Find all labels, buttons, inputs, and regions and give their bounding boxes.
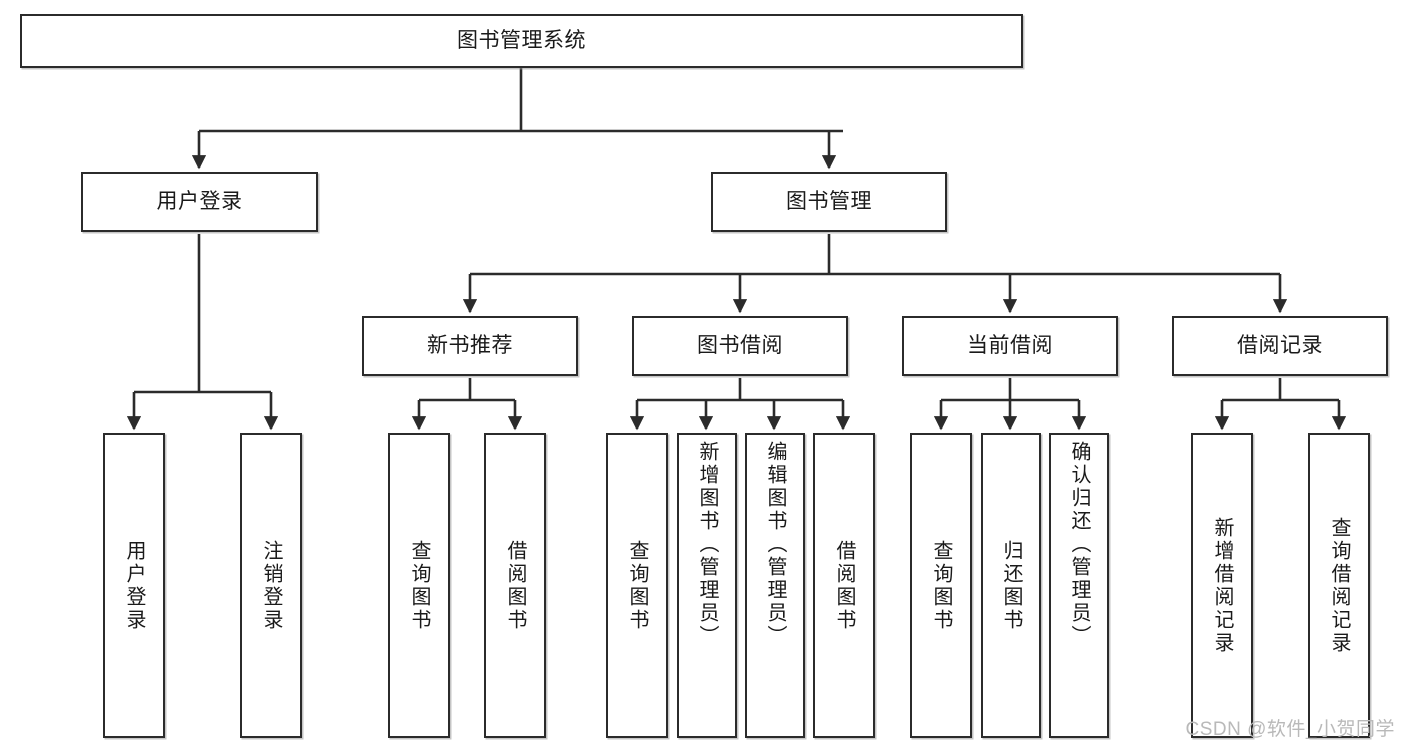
node-label: 用户登录 bbox=[156, 189, 243, 213]
node-label: 新书推荐 bbox=[427, 333, 513, 357]
leaf-node-add-book-admin[interactable]: 新增图书（管理员） bbox=[677, 433, 737, 738]
leaf-node-edit-book-admin[interactable]: 编辑图书（管理员） bbox=[745, 433, 805, 738]
leaf-node-add-borrow-record[interactable]: 新增借阅记录 bbox=[1191, 433, 1253, 738]
node-label: 编辑图书（管理员） bbox=[764, 441, 786, 648]
node-user-login[interactable]: 用户登录 bbox=[81, 172, 318, 232]
node-label: 查询图书 bbox=[930, 539, 952, 632]
node-label: 借阅记录 bbox=[1237, 333, 1323, 357]
leaf-node-user-login[interactable]: 用户登录 bbox=[103, 433, 165, 738]
node-label: 用户登录 bbox=[123, 539, 145, 632]
node-label: 查询图书 bbox=[626, 539, 648, 632]
node-label: 图书借阅 bbox=[697, 333, 783, 357]
leaf-node-query-borrow-record[interactable]: 查询借阅记录 bbox=[1308, 433, 1370, 738]
leaf-node-query-book-recommendation[interactable]: 查询图书 bbox=[388, 433, 450, 738]
leaf-node-borrow-book-recommendation[interactable]: 借阅图书 bbox=[484, 433, 546, 738]
node-current-borrowing[interactable]: 当前借阅 bbox=[902, 316, 1118, 376]
node-label: 借阅图书 bbox=[504, 539, 526, 632]
node-book-management[interactable]: 图书管理 bbox=[711, 172, 947, 232]
node-label: 图书管理 bbox=[786, 189, 872, 213]
leaf-node-query-book-borrowing[interactable]: 查询图书 bbox=[606, 433, 668, 738]
node-label: 图书管理系统 bbox=[457, 28, 586, 52]
node-label: 借阅图书 bbox=[833, 539, 855, 632]
node-label: 注销登录 bbox=[260, 539, 282, 632]
leaf-node-logout[interactable]: 注销登录 bbox=[240, 433, 302, 738]
csdn-watermark: CSDN @软件_小贺同学 bbox=[1185, 719, 1395, 740]
node-label: 新增图书（管理员） bbox=[696, 441, 718, 648]
node-label: 当前借阅 bbox=[967, 333, 1053, 357]
node-label: 归还图书 bbox=[1000, 539, 1022, 632]
node-root-book-management-system[interactable]: 图书管理系统 bbox=[20, 14, 1023, 68]
node-label: 确认归还（管理员） bbox=[1068, 441, 1090, 648]
leaf-node-return-book[interactable]: 归还图书 bbox=[981, 433, 1041, 738]
leaf-node-query-book-current[interactable]: 查询图书 bbox=[910, 433, 972, 738]
node-new-book-recommendation[interactable]: 新书推荐 bbox=[362, 316, 578, 376]
node-label: 查询借阅记录 bbox=[1328, 516, 1350, 655]
node-label: 查询图书 bbox=[408, 539, 430, 632]
node-borrowing-record[interactable]: 借阅记录 bbox=[1172, 316, 1388, 376]
leaf-node-confirm-return-admin[interactable]: 确认归还（管理员） bbox=[1049, 433, 1109, 738]
node-book-borrowing[interactable]: 图书借阅 bbox=[632, 316, 848, 376]
node-label: 新增借阅记录 bbox=[1211, 516, 1233, 655]
leaf-node-borrow-book[interactable]: 借阅图书 bbox=[813, 433, 875, 738]
